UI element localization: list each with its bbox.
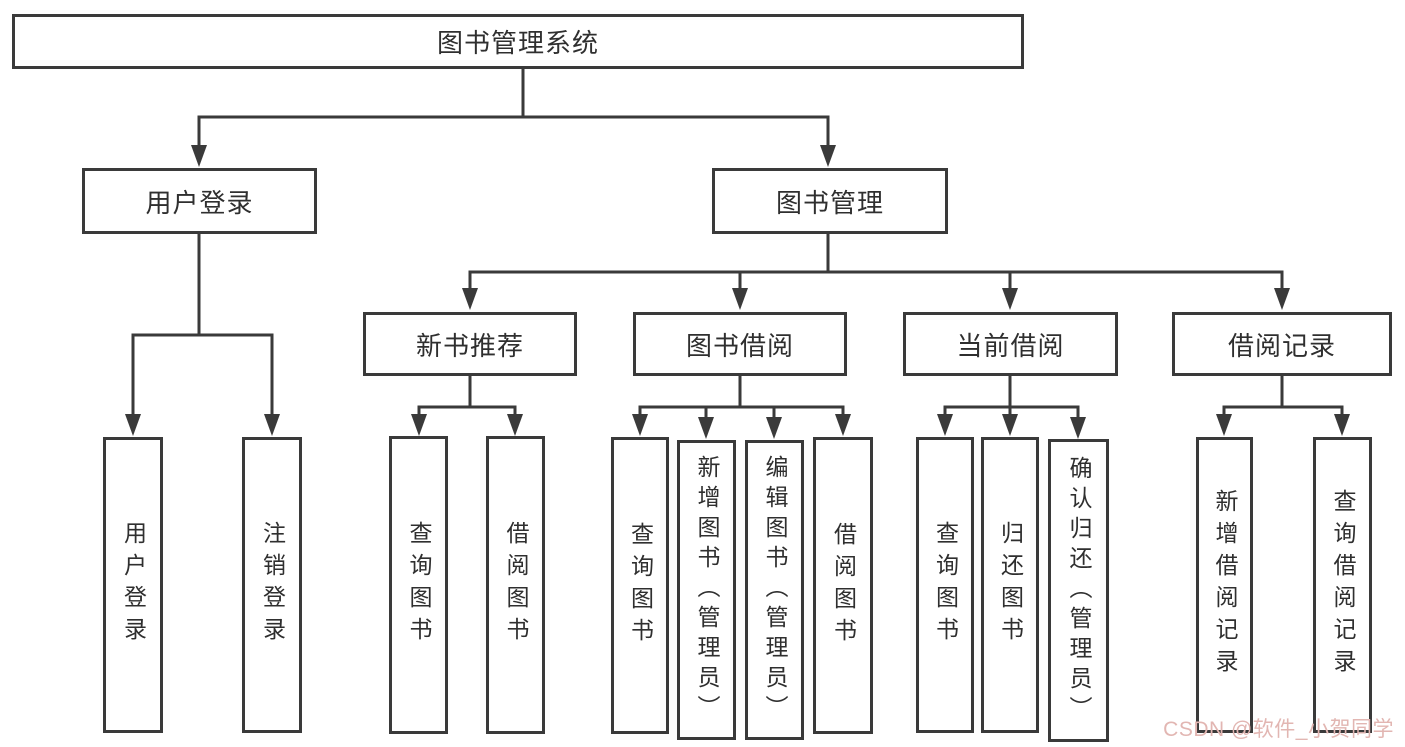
node-borrow-records: 借阅记录 [1172, 312, 1392, 376]
node-new-book-recommend: 新书推荐 [363, 312, 577, 376]
leaf-newbooks-query: 查询图书 [389, 436, 448, 734]
leaf-user-login: 用户登录 [103, 437, 163, 733]
leaf-user-login-label: 用户登录 [120, 521, 147, 649]
node-current-borrow-label: 当前借阅 [956, 330, 1065, 361]
node-user-login-label: 用户登录 [145, 187, 254, 218]
csdn-watermark: CSDN @软件_小贺同学 [1163, 718, 1394, 741]
leaf-borrow-book-label: 借阅图书 [830, 521, 857, 650]
leaf-logout: 注销登录 [242, 437, 302, 733]
leaf-current-confirm-admin-label: 确认归还（管理员） [1066, 455, 1092, 726]
leaf-borrow-add-admin: 新增图书（管理员） [677, 440, 736, 740]
leaf-current-return: 归还图书 [981, 437, 1039, 733]
node-library-system: 图书管理系统 [12, 14, 1024, 69]
leaf-borrow-add-admin-label: 新增图书（管理员） [694, 455, 720, 725]
node-book-management: 图书管理 [712, 168, 948, 234]
leaf-borrow-edit-admin: 编辑图书（管理员） [745, 440, 804, 740]
leaf-borrow-edit-admin-label: 编辑图书（管理员） [762, 455, 788, 725]
leaf-records-add: 新增借阅记录 [1196, 437, 1253, 733]
leaf-current-query-label: 查询图书 [932, 521, 959, 649]
node-current-borrow: 当前借阅 [903, 312, 1118, 376]
leaf-borrow-book: 借阅图书 [813, 437, 873, 734]
node-new-book-recommend-label: 新书推荐 [415, 330, 524, 361]
leaf-records-query: 查询借阅记录 [1313, 437, 1372, 733]
node-library-system-label: 图书管理系统 [436, 28, 599, 58]
node-book-borrow: 图书借阅 [633, 312, 847, 376]
leaf-borrow-query: 查询图书 [611, 437, 669, 734]
leaf-newbooks-query-label: 查询图书 [406, 521, 432, 649]
leaf-current-confirm-admin: 确认归还（管理员） [1048, 439, 1109, 742]
leaf-borrow-query-label: 查询图书 [627, 521, 654, 650]
node-borrow-records-label: 借阅记录 [1227, 330, 1336, 361]
leaf-current-return-label: 归还图书 [997, 521, 1024, 649]
leaf-newbooks-borrow-label: 借阅图书 [503, 521, 529, 649]
leaf-records-query-label: 查询借阅记录 [1330, 489, 1356, 681]
leaf-current-query: 查询图书 [916, 437, 974, 733]
node-book-management-label: 图书管理 [775, 187, 884, 218]
node-user-login: 用户登录 [82, 168, 317, 234]
leaf-records-add-label: 新增借阅记录 [1212, 489, 1238, 681]
leaf-newbooks-borrow: 借阅图书 [486, 436, 545, 734]
node-book-borrow-label: 图书借阅 [685, 330, 794, 361]
leaf-logout-label: 注销登录 [259, 521, 286, 649]
